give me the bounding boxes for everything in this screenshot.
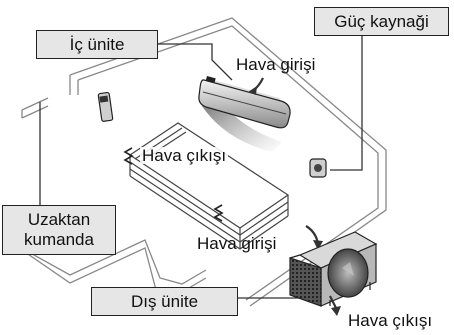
indoor-air-outlet-label: Hava çıkışı [140,146,229,165]
power-supply-label: Güç kaynaği [314,7,449,36]
outdoor-air-outlet-label: Hava çıkışı [348,311,433,330]
indoor-unit-drawing [198,76,291,129]
power-outlet-drawing [309,158,327,178]
remote-controller-label: Uzaktan kumanda [2,205,116,255]
outdoor-unit-drawing [289,231,378,307]
airflow-zigzag-left [123,147,134,165]
indoor-air-inlet-label: Hava girişi [236,55,316,74]
outdoor-air-inlet-label: Hava girişi [197,234,277,253]
airflow-zigzag-right [213,204,224,222]
indoor-unit-label: İç ünite [36,30,158,59]
remote-controller-label-line1: Uzaktan [27,210,91,230]
remote-controller-drawing [97,91,114,122]
remote-controller-label-line2: kumanda [24,230,94,249]
outdoor-unit-label: Dış ünite [91,287,238,316]
